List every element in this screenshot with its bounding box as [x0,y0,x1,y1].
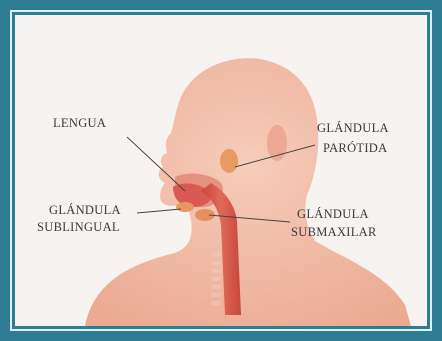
label-parotida-line2: PARÓTIDA [323,141,387,155]
salivary-glands-diagram: LENGUA GLÁNDULA PARÓTIDA GLÁNDULA SUBLIN… [15,15,427,326]
label-parotida-line1: GLÁNDULA [317,121,389,135]
label-submaxilar-line2: SUBMAXILAR [291,225,377,239]
diagram-canvas: LENGUA GLÁNDULA PARÓTIDA GLÁNDULA SUBLIN… [15,15,427,326]
label-sublingual-line1: GLÁNDULA [49,203,121,217]
parotid-gland [220,149,238,173]
label-sublingual-line2: SUBLINGUAL [37,220,120,234]
sublingual-gland [176,202,194,212]
leader-sublingual [137,209,181,213]
label-lengua: LENGUA [53,116,106,130]
body-silhouette [85,58,411,326]
label-submaxilar-line1: GLÁNDULA [297,207,369,221]
